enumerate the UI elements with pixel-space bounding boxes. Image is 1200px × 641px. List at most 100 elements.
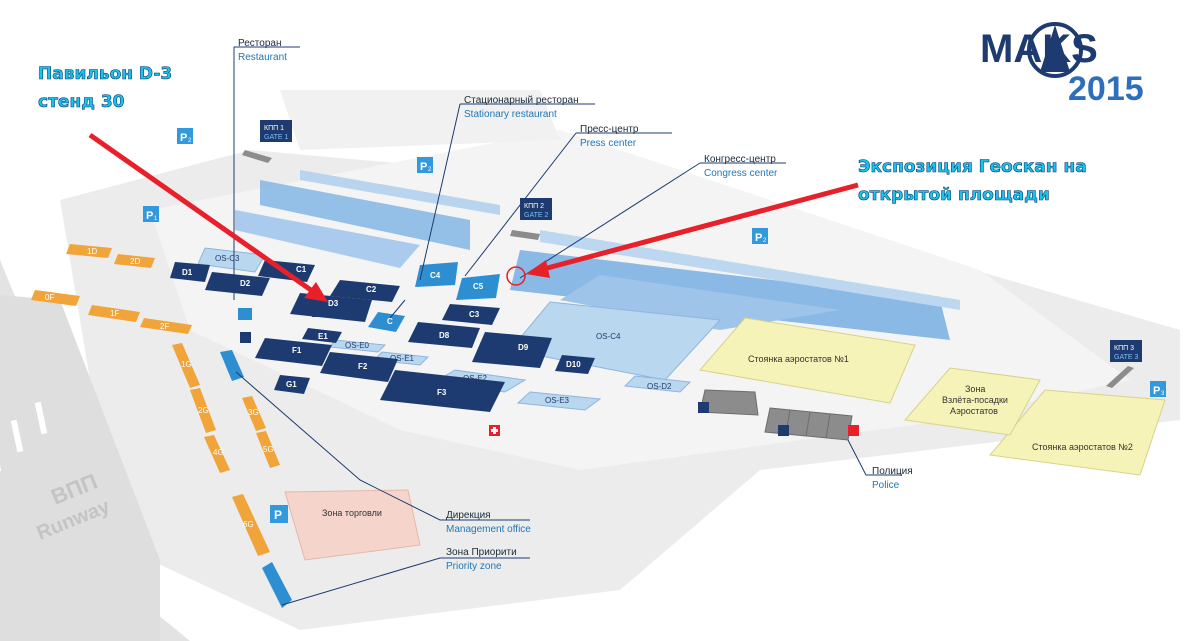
chalet-2g: 2G xyxy=(198,406,209,415)
geoscan-arrow xyxy=(539,182,859,273)
pavilion-d3: D3 xyxy=(328,299,339,308)
police-label-en: Police xyxy=(872,480,900,491)
pavilion-e1: E1 xyxy=(318,332,328,341)
logo-year: 2015 xyxy=(1068,70,1144,108)
parking-number: 2 xyxy=(763,238,767,244)
geoscan-marker xyxy=(506,266,526,286)
parking-sign xyxy=(270,505,288,523)
gate3-en: GATE 3 xyxy=(1114,354,1138,361)
os-d2-label: OS-D2 xyxy=(647,382,672,391)
parking-letter: P xyxy=(420,161,427,173)
parking-sign xyxy=(752,228,768,244)
takeoff-zone-label-1: Зона xyxy=(965,384,985,394)
priority-zone-building xyxy=(262,562,292,608)
management-label-en: Management office xyxy=(446,524,531,535)
chalet-2d: 2D xyxy=(130,257,140,266)
parking-number: 1 xyxy=(154,216,158,222)
management-label-ru: Дирекция xyxy=(446,510,491,521)
stationary-restaurant-label-en: Stationary restaurant xyxy=(464,109,557,120)
trade-zone-label: Зона торговли xyxy=(322,508,382,518)
balloon-zone-2-label: Стоянка аэростатов №2 xyxy=(1032,442,1133,452)
priority-label-ru: Зона Приорити xyxy=(446,547,517,558)
gate1-ru: КПП 1 xyxy=(264,125,284,132)
chalet-6g: 6G xyxy=(243,520,254,529)
os-c3-label: OS-C3 xyxy=(215,254,240,263)
stationary-restaurant-label-ru: Стационарный ресторан xyxy=(464,95,579,106)
gates: КПП 1 GATE 1 КПП 2 GATE 2 КПП 3 GATE 3 xyxy=(242,120,1142,388)
geoscan-annotation-line1: Экспозиция Геоскан на xyxy=(858,157,1087,177)
zone-labels: Стоянка аэростатов №1 Стоянка аэростатов… xyxy=(322,354,1133,518)
pavilion-annotation-line2: стенд 30 xyxy=(38,92,125,112)
gate3-badge xyxy=(1110,340,1142,362)
restaurant-label-ru: Ресторан xyxy=(238,38,281,49)
pavilion-f1: F1 xyxy=(292,346,302,355)
balloon-zone-1-label: Стоянка аэростатов №1 xyxy=(748,354,849,364)
parking-number: 2 xyxy=(428,167,432,173)
chalet-4g: 4G xyxy=(213,448,224,457)
balloon-zone-1 xyxy=(699,317,916,404)
parking-sign xyxy=(143,206,159,222)
open-site-labels: OS-C3 OS-E0 OS-E1 OS-E2 OS-E3 OS-C4 OS-D… xyxy=(215,254,672,405)
gate2-ru: КПП 2 xyxy=(524,203,544,210)
press-center-label-en: Press center xyxy=(580,138,637,149)
info-icon xyxy=(487,350,498,361)
pavilion-c4: C4 xyxy=(430,271,441,280)
pavilion-arrow xyxy=(88,132,320,298)
runway: ВПП Runway xyxy=(0,295,160,641)
pavilion-c5: C5 xyxy=(473,282,484,291)
pavilion-d9: D9 xyxy=(518,343,529,352)
parking-sign xyxy=(177,128,193,144)
zones xyxy=(284,317,1166,561)
info-icon xyxy=(778,425,789,436)
police-label-ru: Полиция xyxy=(872,466,913,477)
logo-swoosh xyxy=(1027,22,1083,78)
gate2-badge xyxy=(520,198,552,220)
parking-letter: P xyxy=(146,210,153,222)
chalet-2f: 2F xyxy=(160,322,169,331)
parking-sign xyxy=(417,157,433,173)
parking-number: 2 xyxy=(188,138,192,144)
os-e0-label: OS-E0 xyxy=(345,341,370,350)
parking-letter: P xyxy=(1153,385,1160,397)
gate1-en: GATE 1 xyxy=(264,134,288,141)
open-site-os-e3 xyxy=(516,391,602,411)
pavilion-f3: F3 xyxy=(437,388,447,397)
press-center-label-ru: Пресс-центр xyxy=(580,124,639,135)
parking-letter: P xyxy=(180,132,187,144)
os-e3-label: OS-E3 xyxy=(545,396,570,405)
pavilion-d10: D10 xyxy=(566,360,581,369)
open-site-os-c3 xyxy=(197,247,266,273)
pavilion-f2: F2 xyxy=(358,362,368,371)
gate1-badge xyxy=(260,120,292,142)
pavilion-g1: G1 xyxy=(286,380,297,389)
open-sites xyxy=(197,247,722,411)
pavilion-d2: D2 xyxy=(240,279,251,288)
highlight-arrows xyxy=(88,132,859,302)
legend-labels: Ресторан Restaurant Стационарный рестора… xyxy=(238,38,913,572)
parking-sign xyxy=(1150,381,1166,397)
chalets xyxy=(31,244,280,556)
pavilion-c3: C3 xyxy=(469,310,480,319)
police-icon xyxy=(848,425,859,436)
geoscan-annotation-line2: открытой площади xyxy=(858,185,1050,205)
parking-letter: P xyxy=(755,232,762,244)
logo-brand: MAKS xyxy=(980,27,1098,71)
os-e1-label: OS-E1 xyxy=(390,354,415,363)
pavilion-c1: C1 xyxy=(296,265,307,274)
takeoff-zone-label-3: Аэростатов xyxy=(950,406,998,416)
chalet-0f: 0F xyxy=(45,293,54,302)
chalet-labels: 1D 2D 0F 1F 2F 1G 2G 3G 4G 5G 6G xyxy=(45,247,274,529)
info-icon xyxy=(698,402,709,413)
pavilion-c2: C2 xyxy=(366,285,377,294)
chalet-1d: 1D xyxy=(87,247,97,256)
takeoff-zone-label-2: Взлёта-посадки xyxy=(942,395,1008,405)
trade-zone xyxy=(284,489,421,561)
open-site-os-e0 xyxy=(329,339,387,353)
os-c4-label: OS-C4 xyxy=(596,332,621,341)
congress-center-label-ru: Конгресс-центр xyxy=(704,154,776,165)
restaurant-building xyxy=(238,308,252,320)
info-icon xyxy=(312,306,323,317)
parking-number: 3 xyxy=(1161,391,1165,397)
annotations: Павильон D-3 стенд 30 Экспозиция Геоскан… xyxy=(38,64,1087,206)
